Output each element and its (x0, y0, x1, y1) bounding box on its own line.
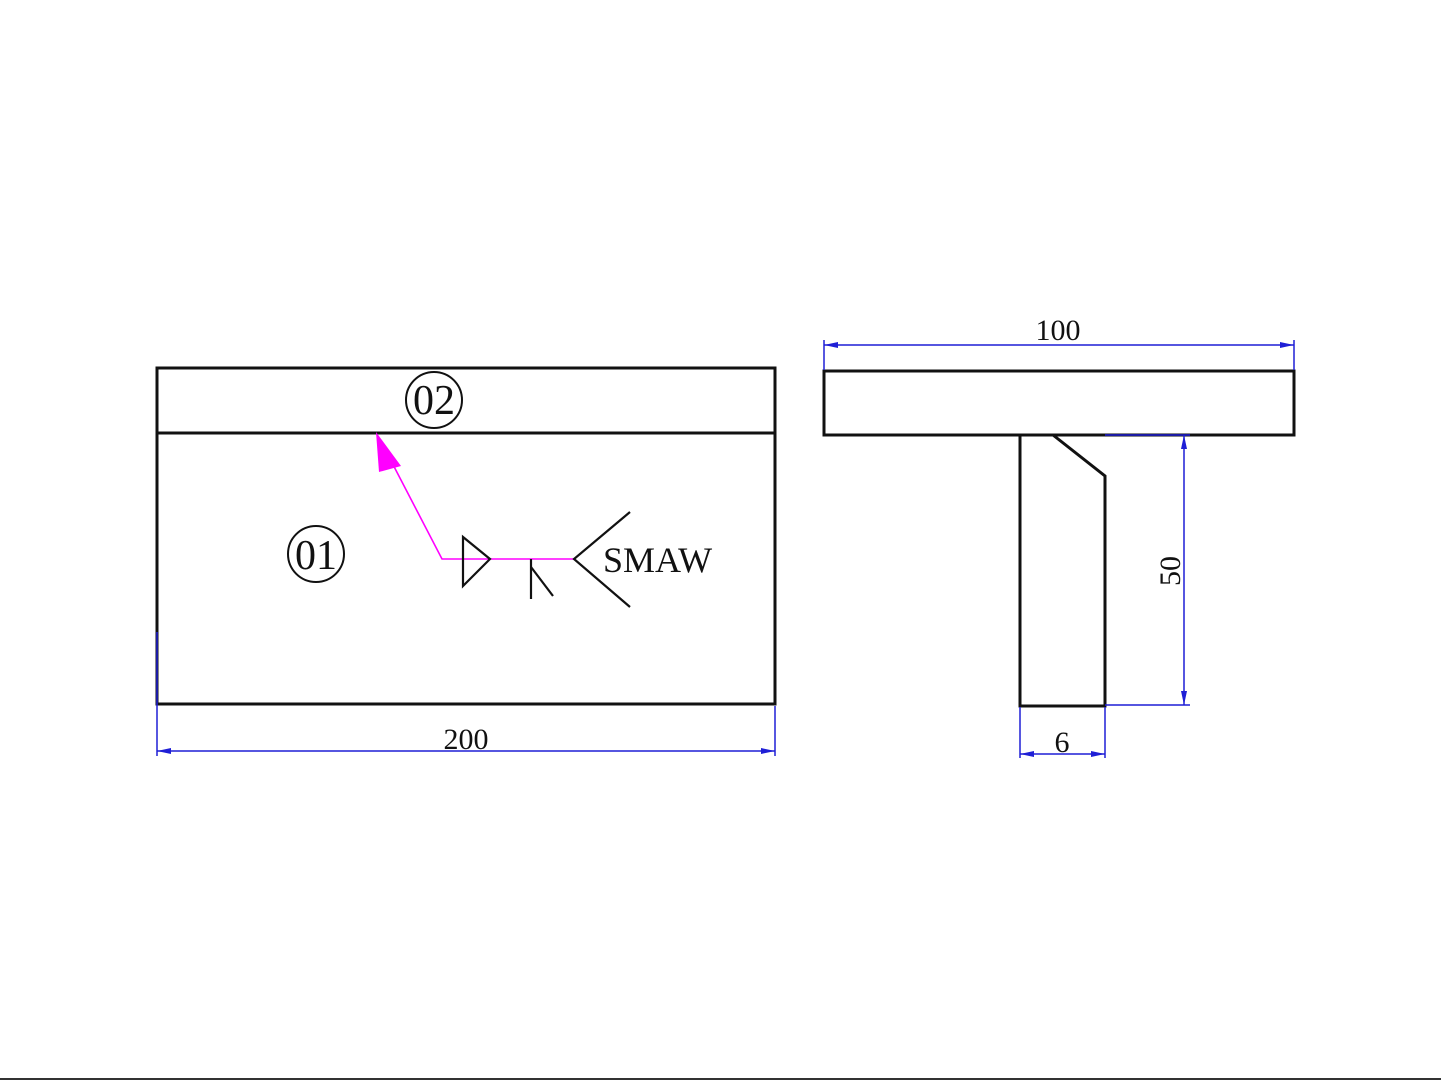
part-label-02-text: 02 (413, 378, 455, 424)
front-view-outline (157, 368, 775, 704)
dimension-arrow-bottom (1181, 691, 1187, 705)
flange-outline (824, 371, 1294, 435)
dimension-200-text: 200 (444, 723, 489, 756)
dimension-arrow-right (1091, 751, 1105, 757)
front-view: 02 01 SMAW 200 (157, 368, 775, 756)
dimension-arrow-left (1020, 751, 1034, 757)
dimension-arrow-left (824, 342, 838, 348)
part-label-01-text: 01 (295, 533, 337, 579)
dimension-6: 6 (1020, 707, 1105, 759)
dimension-50: 50 (1105, 435, 1190, 705)
web-outline (1020, 435, 1105, 706)
weld-leader-arrowhead (376, 432, 401, 472)
dimension-100-text: 100 (1036, 314, 1081, 347)
weld-process-text: SMAW (603, 540, 712, 580)
dimension-100: 100 (824, 314, 1294, 370)
fillet-weld-symbol (463, 537, 490, 586)
dimension-200: 200 (157, 632, 775, 756)
dimension-6-text: 6 (1055, 726, 1070, 759)
weld-symbol: SMAW (376, 432, 712, 607)
dimension-arrow-top (1181, 435, 1187, 449)
dimension-arrow-left (157, 748, 171, 754)
part-label-01: 01 (288, 526, 344, 582)
dimension-arrow-right (761, 748, 775, 754)
weld-leader-arrow (388, 455, 574, 559)
weld-flag-slash (531, 567, 553, 596)
side-view: 100 50 6 (824, 314, 1294, 759)
part-label-02: 02 (406, 372, 462, 428)
page-bottom-border (0, 1078, 1441, 1080)
dimension-arrow-right (1280, 342, 1294, 348)
dimension-50-text: 50 (1154, 556, 1187, 586)
